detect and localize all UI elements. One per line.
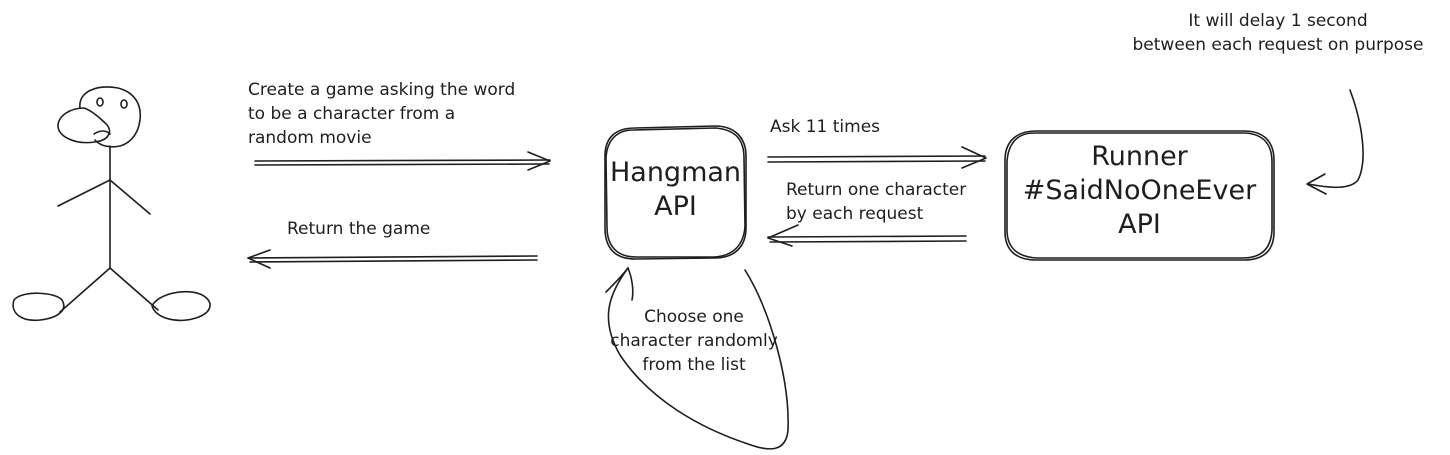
ask-arrow (767, 146, 987, 169)
hangman-api-label: Hangman API (605, 156, 746, 224)
runner-api-box-outline (1006, 132, 1273, 259)
runner-api-label-line-1: Runner (1091, 141, 1188, 172)
delay-note-arrow (1306, 89, 1364, 195)
create-game-arrow (254, 151, 551, 171)
hangman-api-label-line-1: Hangman (609, 157, 742, 188)
return-character-arrow (767, 224, 967, 247)
return-game-note: Return the game (287, 217, 430, 241)
return-game-arrow (247, 249, 538, 269)
choose-character-note-line-2: character randomly (610, 331, 778, 351)
choose-character-note-line-1: Choose one (644, 307, 744, 327)
return-game-note-line-1: Return the game (287, 219, 431, 239)
runner-api-label-line-3: API (1118, 209, 1161, 240)
return-character-note: Return one character by each request (786, 178, 966, 226)
choose-character-loop-arrow (605, 267, 789, 450)
choose-character-note: Choose one character randomly from the l… (596, 305, 792, 377)
hangman-api-label-line-2: API (654, 191, 697, 222)
create-game-note: Create a game asking the word to be a ch… (248, 78, 515, 150)
delay-note-line-2: between each request on purpose (1132, 35, 1424, 55)
delay-note: It will delay 1 second between each requ… (1112, 9, 1444, 57)
delay-note-line-1: It will delay 1 second (1188, 11, 1368, 31)
create-game-note-line-3: random movie (248, 128, 372, 148)
return-character-note-line-1: Return one character (786, 180, 967, 200)
runner-api-label-line-2: #SaidNoOneEver (1022, 175, 1257, 206)
choose-character-note-line-3: from the list (642, 355, 746, 375)
stick-figure-user-icon (12, 86, 211, 322)
ask-note-line-1: Ask 11 times (770, 117, 881, 137)
ask-note: Ask 11 times (770, 115, 880, 139)
return-character-note-line-2: by each request (786, 204, 924, 224)
hangman-api-box-outline (605, 127, 746, 258)
hangman-api-box (604, 125, 747, 260)
runner-api-box (1004, 130, 1275, 261)
runner-api-label: Runner #SaidNoOneEver API (1005, 140, 1274, 242)
create-game-note-line-2: to be a character from a (248, 104, 456, 124)
create-game-note-line-1: Create a game asking the word (248, 80, 516, 100)
